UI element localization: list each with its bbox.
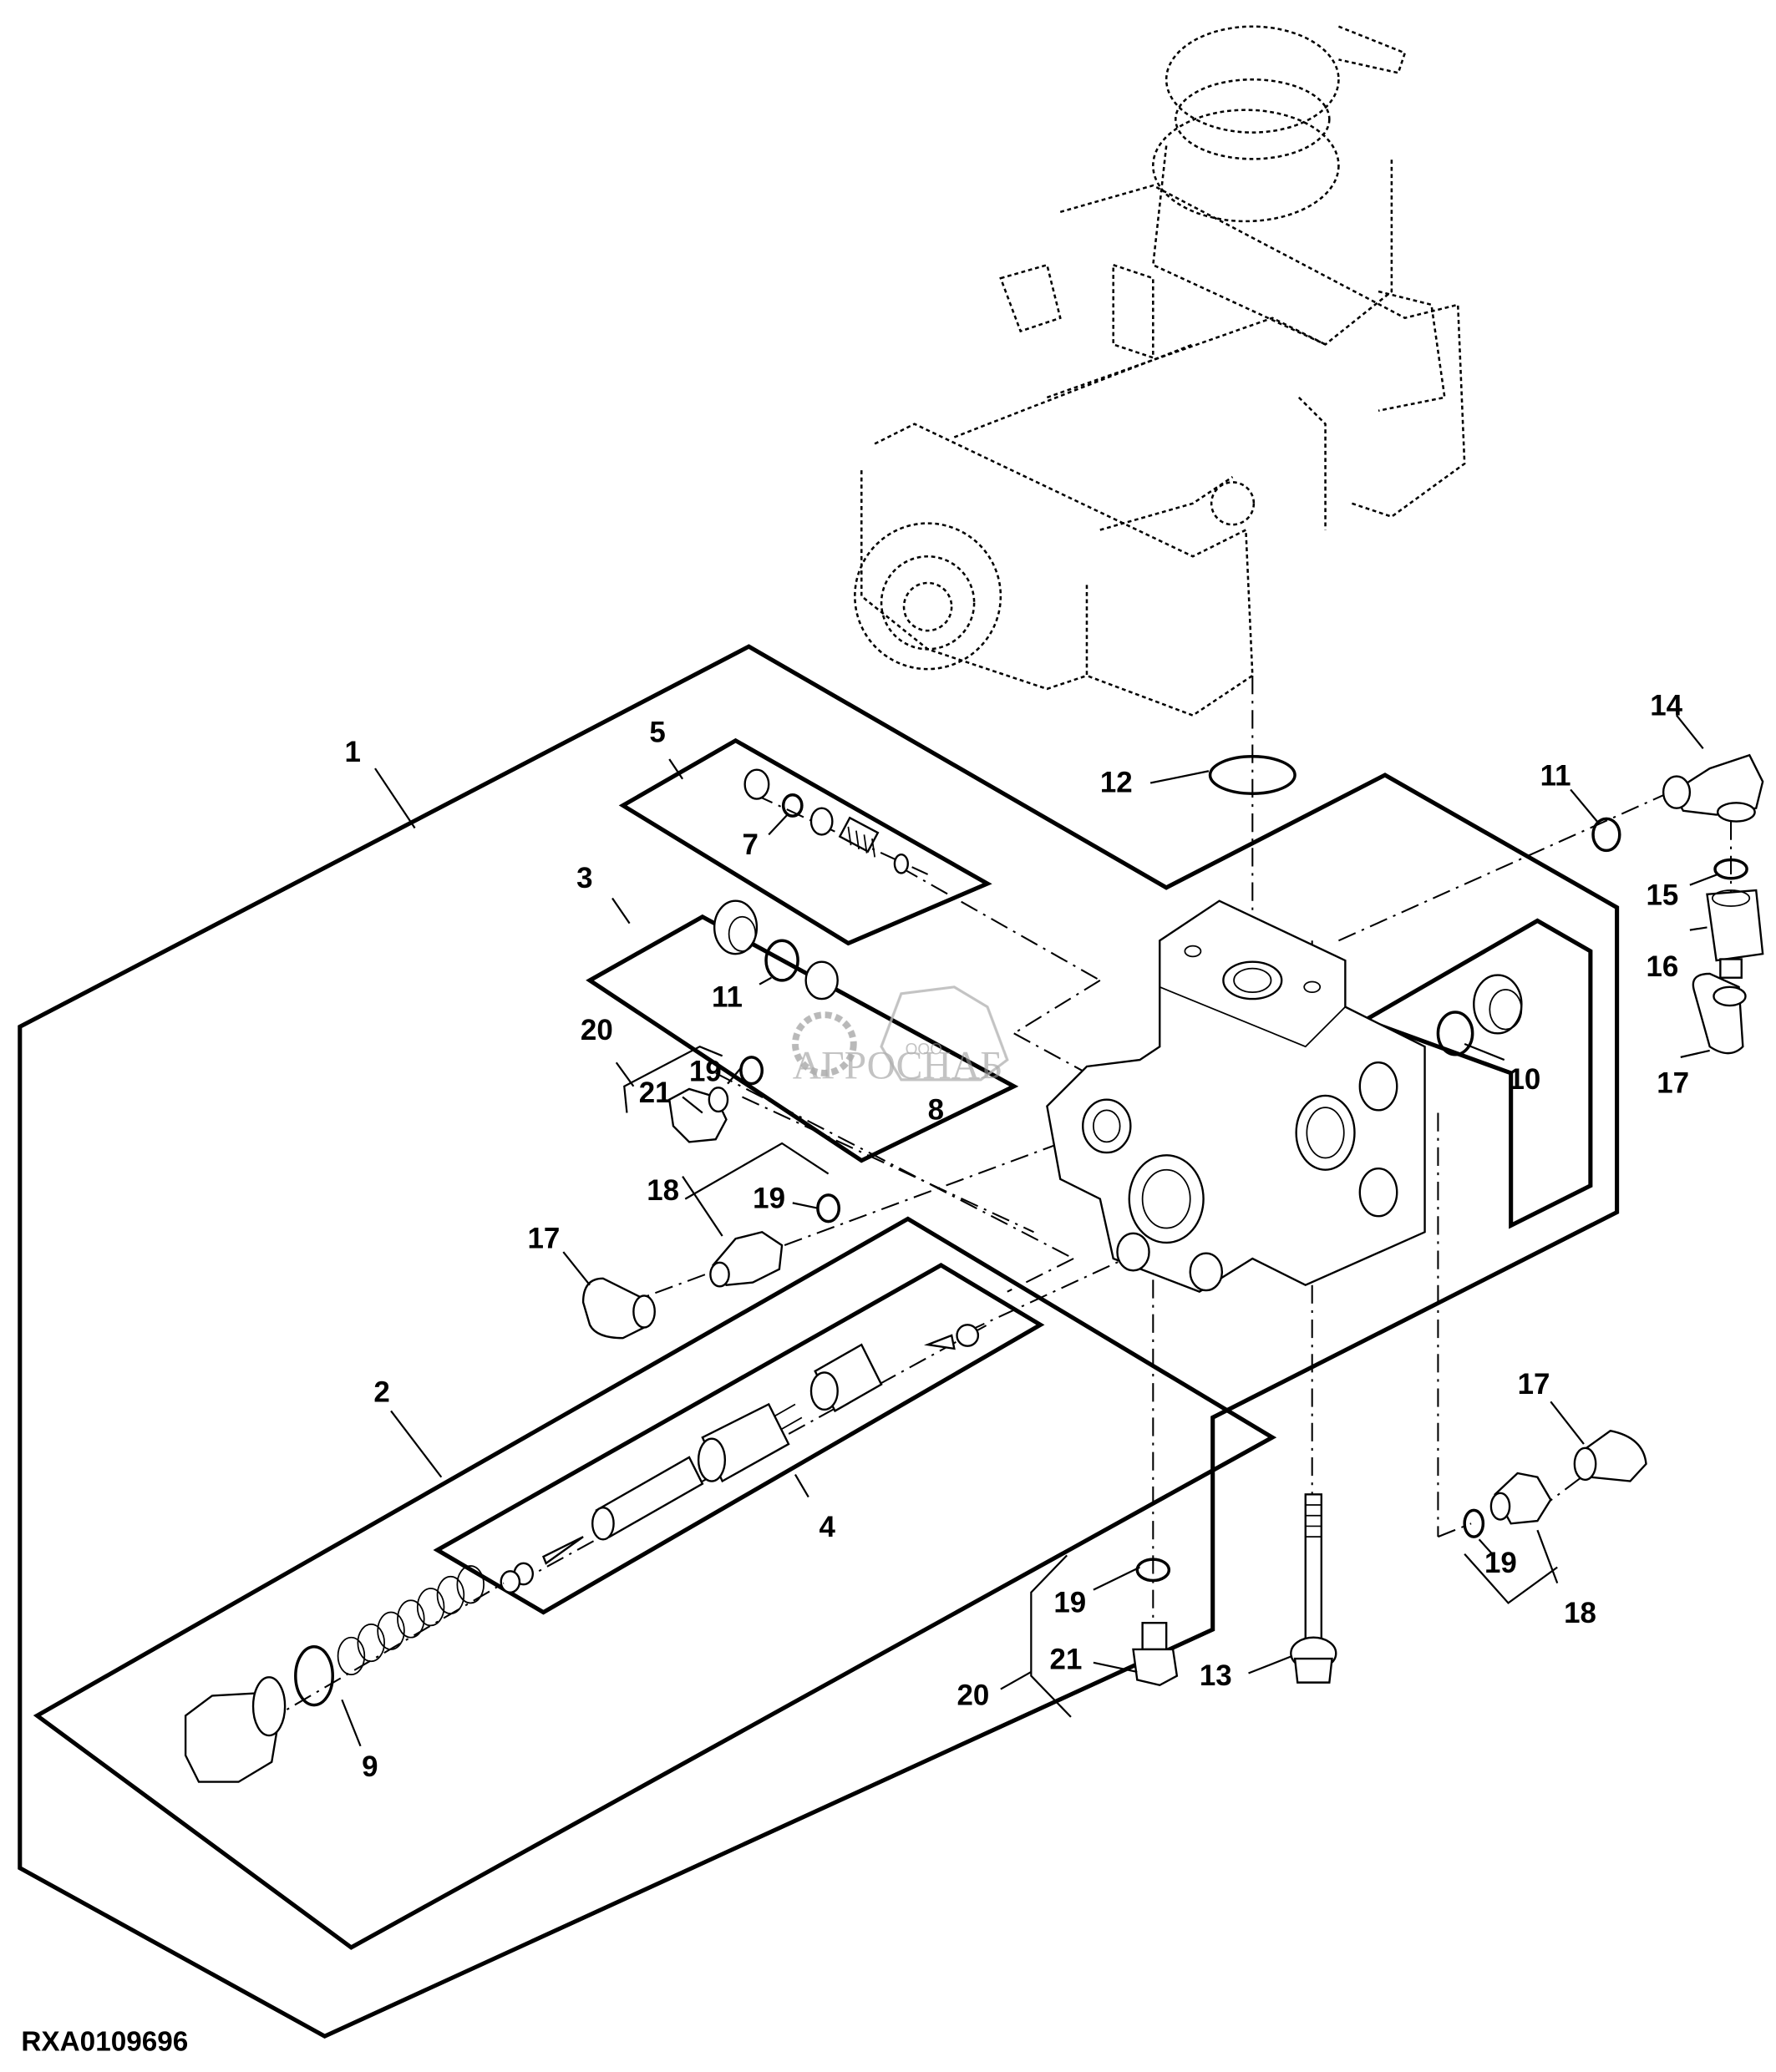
callout-18-left: 18 <box>647 1174 679 1207</box>
spring-and-plug-2 <box>184 1565 505 1783</box>
group-brackets <box>623 1045 1558 1718</box>
washer-19-right <box>1463 1508 1485 1538</box>
callout-16: 16 <box>1647 950 1679 983</box>
plug-21-upper <box>667 1087 729 1143</box>
callout-10: 10 <box>1509 1063 1541 1096</box>
callout-19-upper: 19 <box>689 1055 722 1087</box>
plug-21-bottom <box>1132 1622 1179 1687</box>
callout-14: 14 <box>1650 690 1682 722</box>
dust-cap-17-right-top <box>1692 972 1747 1055</box>
callout-20-lower: 20 <box>957 1679 990 1712</box>
callout-21-upper: 21 <box>639 1077 672 1109</box>
callout-2: 2 <box>373 1375 389 1408</box>
plug-10 <box>1436 974 1523 1056</box>
figure-reference-code: RXA0109696 <box>21 2027 188 2058</box>
callout-17-left: 17 <box>527 1222 560 1254</box>
bolt-13 <box>1290 1493 1337 1684</box>
kit-frame-10 <box>1360 918 1593 1229</box>
elbow-fitting-14 <box>1662 753 1764 823</box>
callout-19-bottom: 19 <box>1053 1587 1086 1619</box>
kit-frame-1 <box>18 644 1620 2039</box>
callout-1: 1 <box>345 736 361 768</box>
callout-17-right-top: 17 <box>1657 1067 1689 1100</box>
dust-cap-17-left <box>581 1277 656 1340</box>
dust-cap-17-right-bottom <box>1573 1429 1647 1482</box>
o-ring-9 <box>294 1645 334 1707</box>
callout-5: 5 <box>649 716 665 748</box>
o-ring-11 <box>1591 817 1621 853</box>
check-valve-parts-3 <box>713 899 839 1001</box>
callout-9: 9 <box>362 1750 378 1783</box>
watermark-company-name: АГРОСНАБ <box>793 1044 1003 1087</box>
pump-ghost-outline <box>854 25 1466 717</box>
test-port-18-right <box>1489 1472 1552 1525</box>
o-ring-15 <box>1713 858 1748 880</box>
valve-body <box>1046 899 1426 1293</box>
swivel-nut-16 <box>1706 889 1764 979</box>
callout-3: 3 <box>576 862 592 894</box>
o-ring-12 <box>1208 755 1296 795</box>
callout-20-upper: 20 <box>581 1014 613 1046</box>
callout-21-lower: 21 <box>1050 1644 1083 1676</box>
watermark-logo: ООО АГРОСНАБ <box>791 985 1009 1087</box>
callout-18-right: 18 <box>1564 1597 1596 1629</box>
callout-11-left: 11 <box>712 981 743 1014</box>
callout-4: 4 <box>819 1511 835 1543</box>
spool-parts-4 <box>500 1324 988 1593</box>
callout-7: 7 <box>742 828 758 861</box>
test-port-18-left <box>709 1230 784 1288</box>
leader-lines <box>341 714 1718 1747</box>
watermark-prefix: ООО <box>906 1041 942 1059</box>
washer-19-upper <box>739 1056 764 1086</box>
washer-19-bottom <box>1135 1558 1171 1583</box>
kit-frame-2 <box>33 1216 1277 1950</box>
callout-15: 15 <box>1647 879 1679 911</box>
callout-19-right: 19 <box>1484 1547 1517 1579</box>
washer-19-middle <box>816 1193 841 1223</box>
callout-17-right-bottom: 17 <box>1518 1368 1550 1401</box>
callout-8: 8 <box>928 1093 944 1126</box>
callout-13: 13 <box>1200 1659 1232 1692</box>
kit-frame-3 <box>586 914 1019 1163</box>
relief-valve-parts-5 <box>743 768 929 875</box>
callout-12: 12 <box>1100 767 1133 799</box>
callout-labels: 1 2 3 4 5 7 8 9 10 11 11 12 13 14 15 16 … <box>345 690 1690 1784</box>
callout-11-right: 11 <box>1540 760 1571 793</box>
kit-frame-5 <box>618 737 992 946</box>
callout-19-middle: 19 <box>753 1183 785 1215</box>
